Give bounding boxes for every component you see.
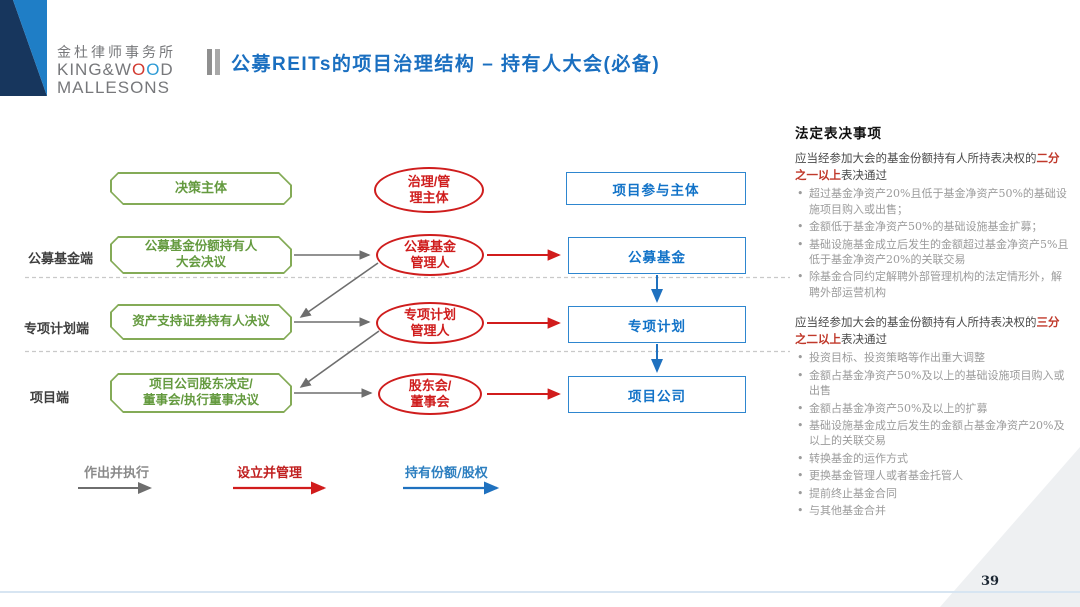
legend-label-establish-manage: 设立并管理 — [237, 466, 303, 481]
firm-logo: 金杜律师事务所 KING&WOOD MALLESONS — [57, 44, 176, 97]
decision-box-abs-holders-label: 资产支持证券持有人决议 — [132, 314, 270, 329]
decision-box-fund-holders-label: 公募基金份额持有人 大会决议 — [144, 239, 258, 269]
title-accent-bars-icon — [207, 49, 220, 75]
statutory-voting-panel: 法定表决事项 应当经参加大会的基金份额持有人所持表决权的二分之一以上表决通过 超… — [795, 122, 1069, 532]
participant-header-box: 项目参与主体 — [566, 172, 746, 205]
row-label-project: 项目端 — [30, 391, 70, 406]
governance-oval-plan-manager: 专项计划 管理人 — [376, 302, 484, 344]
decision-box-project-shareholder: 项目公司股东决定/ 董事会/执行董事决议 — [110, 373, 292, 413]
firm-name-cn: 金杜律师事务所 — [57, 44, 176, 60]
decision-header-label: 决策主体 — [174, 180, 227, 196]
bullet-item: 基础设施基金成立后发生的金额超过基金净资产5%且低于基金净资产20%的关联交易 — [795, 237, 1069, 268]
rule1-paragraph: 应当经参加大会的基金份额持有人所持表决权的二分之一以上表决通过 — [795, 151, 1060, 182]
governance-oval-fund-manager-label: 公募基金 管理人 — [403, 238, 456, 270]
bullet-item: 金额占基金净资产50%及以上的基础设施项目购入或出售 — [795, 368, 1069, 399]
participant-box-special-plan-label: 专项计划 — [628, 318, 686, 334]
participant-box-public-fund-label: 公募基金 — [628, 249, 686, 265]
corner-decoration — [940, 447, 1080, 607]
rule2-bullet-list: 投资目标、投资策略等作出重大调整金额占基金净资产50%及以上的基础设施项目购入或… — [795, 350, 1069, 518]
rule1-bullet-list: 超过基金净资产20%且低于基金净资产50%的基础设施项目购入或出售； 金额低于基金… — [795, 186, 1069, 300]
governance-header-oval: 治理/管 理主体 — [374, 167, 484, 213]
bullet-item: 投资目标、投资策略等作出重大调整 — [795, 350, 1069, 366]
participant-box-project-company: 项目公司 — [568, 376, 746, 413]
logo-corner-shape — [0, 0, 47, 96]
row-label-special-plan: 专项计划端 — [24, 322, 90, 337]
firm-name-en-line1: KING&WOOD — [57, 60, 174, 79]
logo-blue-o-icon: O — [146, 60, 161, 79]
rule2-threshold: 三分之二以上 — [795, 315, 1060, 346]
rule1-threshold: 二分之一以上 — [795, 151, 1060, 182]
row-label-public-fund: 公募基金端 — [28, 252, 94, 267]
page-number: 39 — [981, 574, 1000, 589]
bullet-item: 金额占基金净资产50%及以上的扩募 — [795, 401, 1069, 417]
participant-box-project-company-label: 项目公司 — [628, 388, 686, 404]
decision-header-box: 决策主体 — [110, 172, 292, 205]
participant-box-public-fund: 公募基金 — [568, 237, 746, 274]
footer-divider — [0, 591, 1080, 593]
legend-label-hold-shares: 持有份额/股权 — [405, 466, 488, 481]
decision-box-project-shareholder-label: 项目公司股东决定/ 董事会/执行董事决议 — [143, 377, 259, 407]
bullet-item: 金额低于基金净资产50%的基础设施基金扩募； — [795, 219, 1069, 235]
legend-label-execute: 作出并执行 — [84, 466, 150, 481]
bullet-item: 超过基金净资产20%且低于基金净资产50%的基础设施项目购入或出售； — [795, 186, 1069, 217]
governance-oval-plan-manager-label: 专项计划 管理人 — [403, 306, 456, 338]
firm-name-en-line2: MALLESONS — [57, 78, 170, 97]
governance-oval-board-label: 股东会/ 董事会 — [408, 377, 452, 409]
governance-oval-fund-manager: 公募基金 管理人 — [376, 234, 484, 276]
participant-header-label: 项目参与主体 — [612, 182, 700, 198]
slide-title: 公募REITs的项目治理结构 – 持有人大会(必备) — [231, 54, 661, 75]
decision-box-fund-holders: 公募基金份额持有人 大会决议 — [110, 236, 292, 274]
rule2-paragraph: 应当经参加大会的基金份额持有人所持表决权的三分之二以上表决通过 — [795, 315, 1060, 346]
bullet-item: 转换基金的运作方式 — [795, 451, 1069, 467]
participant-box-special-plan: 专项计划 — [568, 306, 746, 343]
panel-heading: 法定表决事项 — [795, 126, 882, 142]
bullet-item: 提前终止基金合同 — [795, 486, 1069, 502]
bullet-item: 除基金合同约定解聘外部管理机构的法定情形外，解聘外部运营机构 — [795, 269, 1069, 300]
governance-header-label: 治理/管 理主体 — [407, 173, 451, 205]
bullet-item: 更换基金管理人或者基金托管人 — [795, 468, 1069, 484]
bullet-item: 与其他基金合并 — [795, 503, 1069, 519]
bullet-item: 基础设施基金成立后发生的金额占基金净资产20%及以上的关联交易 — [795, 418, 1069, 449]
logo-red-o-icon: O — [131, 60, 147, 79]
governance-oval-board: 股东会/ 董事会 — [378, 373, 482, 415]
decision-box-abs-holders: 资产支持证券持有人决议 — [110, 304, 292, 340]
